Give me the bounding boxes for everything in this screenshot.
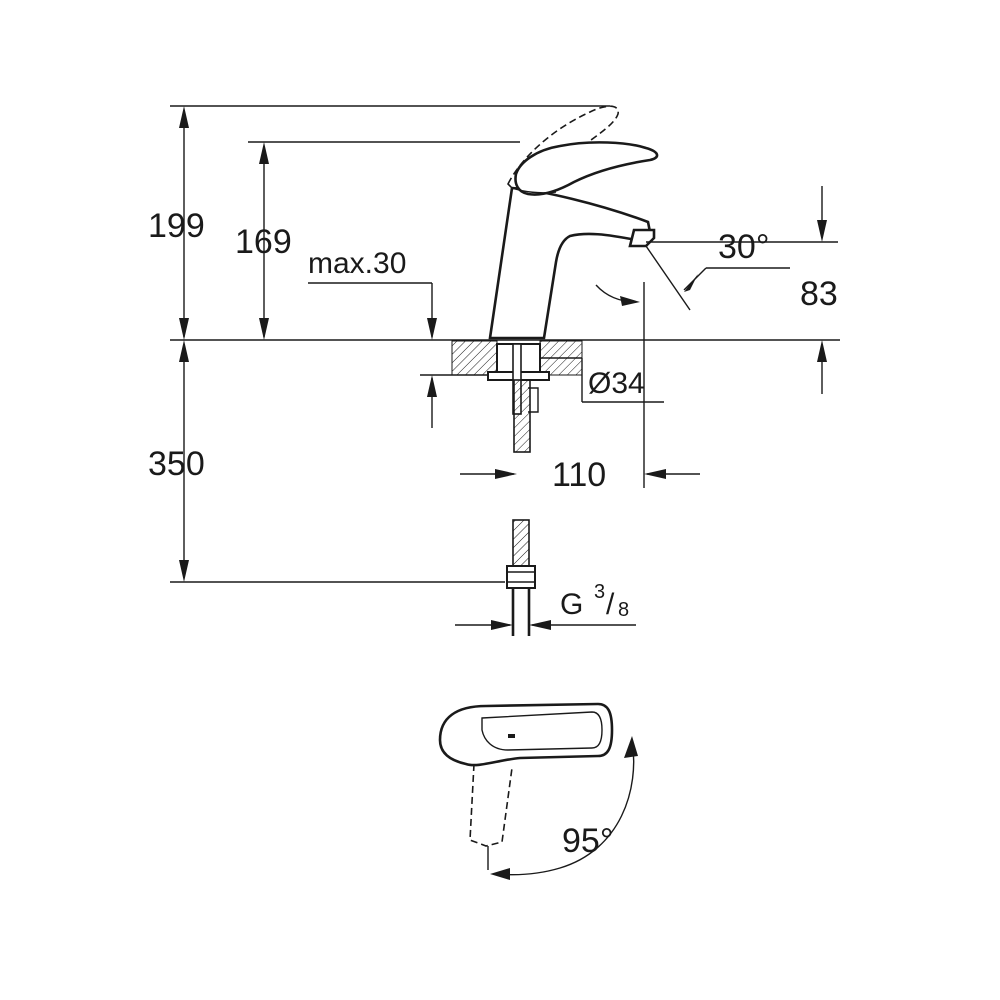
- dimension-83: 83: [790, 186, 838, 394]
- dimension-350: 350: [148, 340, 205, 582]
- dimension-thread: G 3 / 8: [455, 581, 636, 630]
- arrowhead: [179, 106, 189, 128]
- dimension-max30: max.30: [308, 247, 500, 428]
- dimension-angle-30: 30°: [595, 228, 790, 311]
- faucet-body: [488, 186, 652, 340]
- thread-label-denominator: 8: [618, 599, 629, 621]
- arrowhead: [179, 318, 189, 340]
- thread-label-slash: /: [606, 588, 615, 621]
- dimension-label-diameter: Ø34: [588, 367, 645, 400]
- dimension-label-max30: max.30: [308, 247, 406, 280]
- hose-fitting: [528, 387, 539, 413]
- arrowhead: [491, 620, 513, 630]
- dimension-169: 169: [235, 142, 292, 340]
- hose-lower: [506, 519, 536, 636]
- deck-hatch-left: [451, 340, 498, 376]
- arrowhead: [817, 340, 827, 362]
- lever-rotated-outline: [469, 763, 513, 847]
- dimension-label-350: 350: [148, 445, 205, 483]
- arrowhead: [490, 868, 510, 880]
- dimension-label-199: 199: [148, 207, 205, 245]
- lever-top-view: [438, 702, 614, 767]
- arrowhead: [529, 620, 551, 630]
- braided-hose-upper: [513, 379, 531, 453]
- dimension-110: 110: [460, 282, 700, 494]
- dimension-199: 199: [148, 106, 205, 340]
- thread-label-prefix: G: [560, 588, 583, 621]
- arrowhead: [817, 220, 827, 242]
- arrowhead: [259, 142, 269, 164]
- lever-base: [511, 187, 557, 194]
- arrowhead: [644, 469, 666, 479]
- dimension-label-110: 110: [552, 456, 606, 494]
- indicator-mark: [508, 734, 515, 738]
- arrowhead: [495, 469, 517, 479]
- arrowhead: [427, 318, 437, 340]
- faucet-side-view: [488, 105, 659, 340]
- faucet-top-view: 95°: [438, 702, 638, 880]
- dimension-label-30deg: 30°: [718, 228, 769, 266]
- arrowhead: [684, 274, 698, 292]
- arrowhead: [259, 318, 269, 340]
- reference-lines: [170, 105, 840, 583]
- arrowhead: [427, 375, 437, 397]
- dimension-label-95deg: 95°: [562, 822, 613, 860]
- arrowhead: [624, 736, 638, 758]
- arrowhead: [620, 296, 640, 306]
- braided-hose-lower: [512, 519, 530, 567]
- dimension-label-169: 169: [235, 223, 292, 261]
- aerator: [628, 228, 656, 248]
- thread-label-numerator: 3: [594, 581, 605, 603]
- dimension-diameter: Ø34: [540, 357, 664, 403]
- arrowhead: [179, 340, 189, 362]
- lever-top-inner: [481, 711, 603, 751]
- rotation-arc: [495, 739, 635, 876]
- hose-nut: [506, 565, 536, 589]
- dimension-label-83: 83: [800, 275, 838, 313]
- arrowhead: [179, 560, 189, 582]
- lever: [514, 141, 659, 196]
- deck-section: [451, 340, 583, 453]
